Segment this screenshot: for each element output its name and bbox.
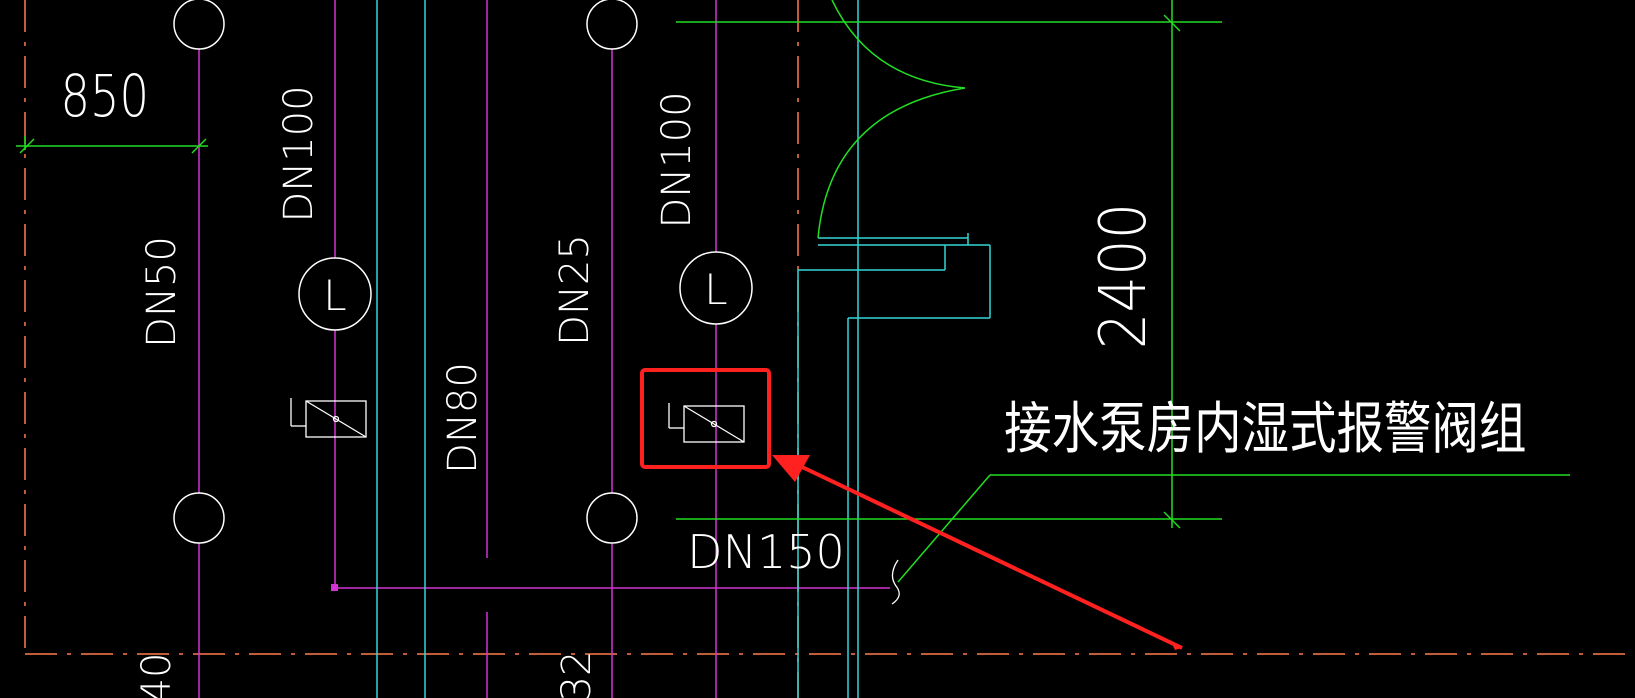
grid-bubbles	[173, 0, 638, 544]
svg-text:L: L	[323, 271, 346, 320]
dimension-2400: 2400	[1086, 203, 1161, 350]
green-lines	[16, 0, 1570, 583]
pipe-label-dn50: DN50	[139, 236, 185, 348]
pipe-label-dn25: DN25	[552, 234, 598, 346]
pipe-label-dn150: DN150	[687, 525, 845, 579]
pipe-label-partial-40: 40	[134, 653, 180, 698]
annotation-text: 接水泵房内湿式报警阀组	[1004, 397, 1526, 462]
pipe-label-dn80: DN80	[440, 362, 486, 474]
grid-bubble	[173, 0, 225, 50]
pipe-break-symbol	[891, 559, 900, 605]
wet-alarm-valve-icon-left	[290, 398, 367, 438]
pipe-label-dn100-left: DN100	[276, 85, 322, 222]
grid-bubble	[586, 492, 638, 544]
svg-text:L: L	[704, 265, 727, 314]
wet-alarm-valve-icon[interactable]	[668, 403, 745, 443]
grid-bubble	[173, 492, 225, 544]
riser-symbol-right: L	[679, 251, 753, 325]
grid-bubble	[586, 0, 638, 50]
highlight-arrow	[772, 455, 1183, 650]
cyan-pipes	[376, 0, 991, 698]
pipe-label-partial-32: 32	[554, 651, 600, 698]
magenta-pipe-node	[331, 584, 338, 591]
riser-symbol-left: L	[298, 257, 372, 331]
boundary-dashed-lines	[24, 0, 1635, 698]
highlight-box	[640, 368, 771, 469]
dimension-850: 850	[61, 63, 150, 130]
pipe-label-dn100-right: DN100	[654, 91, 700, 228]
